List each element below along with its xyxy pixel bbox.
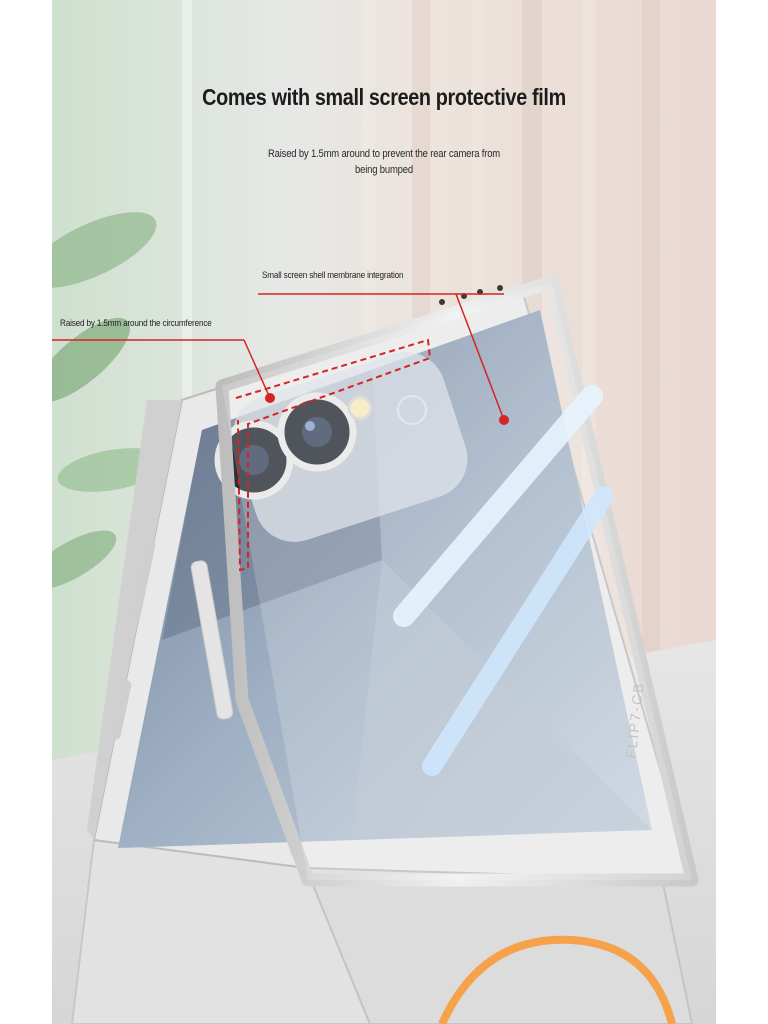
case-frame	[215, 275, 699, 887]
flash-icon	[347, 395, 373, 421]
product-photo	[52, 0, 716, 1024]
phone-case-illustration	[52, 0, 716, 1024]
callout-lines	[52, 293, 509, 572]
page-title: Comes with small screen protective film	[202, 84, 566, 110]
camera-lens-icon	[214, 392, 357, 500]
callout-raised-label: Raised by 1.5mm around the circumference	[60, 318, 212, 329]
magnetic-ring	[438, 935, 676, 1024]
page-subtitle: Raised by 1.5mm around to prevent the re…	[267, 148, 501, 176]
callout-membrane-label: Small screen shell membrane integration	[262, 270, 404, 281]
